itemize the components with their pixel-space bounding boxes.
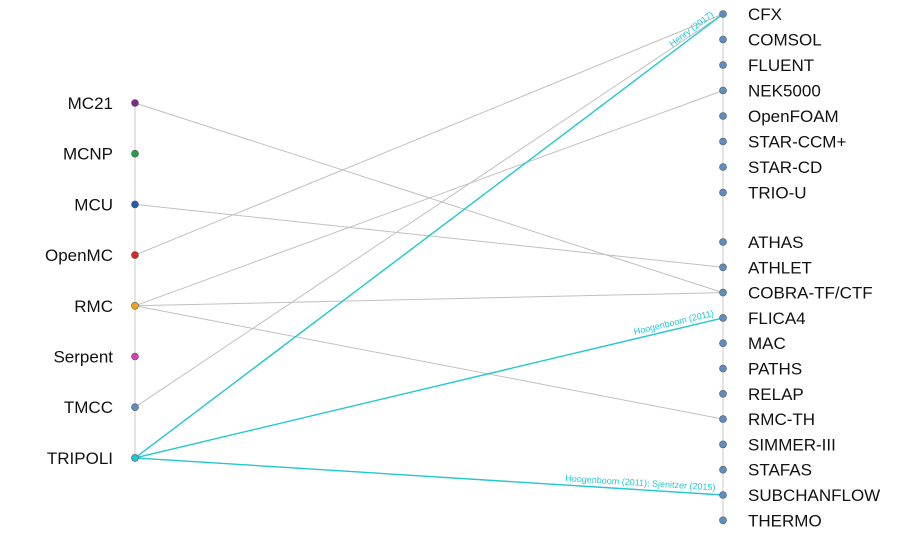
node-label-mcnp: MCNP: [63, 145, 113, 164]
node-cobra[interactable]: [719, 288, 727, 297]
node-label-rmcth: RMC-TH: [748, 410, 815, 429]
node-rmc[interactable]: [131, 301, 139, 310]
node-label-nek5000: NEK5000: [748, 82, 821, 101]
node-label-cobra: COBRA-TF/CTF: [748, 284, 873, 303]
edge-labels: Henry (2017)Hoogenboom (2011)Hoogenboom …: [565, 9, 716, 492]
node-flica4[interactable]: [719, 314, 727, 322]
node-mc21[interactable]: [131, 99, 139, 107]
node-starcd[interactable]: [719, 163, 727, 171]
node-paths[interactable]: [719, 364, 727, 373]
edge-tripoli-subchanflow: [134, 457, 724, 496]
node-label-tripoli: TRIPOLI: [47, 449, 113, 468]
node-label-cfx: CFX: [748, 5, 782, 24]
node-label-comsol: COMSOL: [748, 31, 822, 50]
edge-label-tripoli-cfx: Henry (2017): [667, 9, 715, 49]
node-serpent[interactable]: [131, 352, 139, 361]
node-label-tmcc: TMCC: [64, 398, 113, 417]
node-label-mcu: MCU: [74, 195, 113, 214]
edges: [134, 13, 724, 496]
edge-openmc-cfx: [134, 13, 724, 256]
node-label-athlet: ATHLET: [748, 258, 812, 277]
node-simmer[interactable]: [719, 440, 727, 449]
node-label-thermo: THERMO: [748, 511, 822, 530]
node-label-mc21: MC21: [68, 94, 113, 113]
node-athas[interactable]: [719, 238, 727, 246]
node-label-simmer: SIMMER-III: [748, 435, 836, 454]
node-openmc[interactable]: [131, 251, 139, 259]
node-label-starcd: STAR-CD: [748, 158, 822, 177]
node-nek5000[interactable]: [719, 86, 727, 95]
node-label-rmc: RMC: [74, 297, 113, 316]
node-tripoli[interactable]: [131, 454, 139, 462]
node-label-triou: TRIO-U: [748, 184, 807, 203]
node-relap[interactable]: [719, 389, 727, 398]
node-mac[interactable]: [719, 339, 727, 348]
edge-rmc-nek5000: [134, 90, 724, 307]
node-label-relap: RELAP: [748, 385, 804, 404]
node-openfoam[interactable]: [719, 112, 727, 120]
node-label-fluent: FLUENT: [748, 56, 814, 75]
axis-lines: [134, 14, 724, 521]
node-thermo[interactable]: [719, 516, 727, 525]
node-label-subchanflow: SUBCHANFLOW: [748, 486, 880, 505]
edge-tripoli-flica4: [134, 317, 724, 459]
node-label-flica4: FLICA4: [748, 309, 806, 328]
node-label-openfoam: OpenFOAM: [748, 107, 839, 126]
node-stafas[interactable]: [719, 465, 727, 474]
node-label-mac: MAC: [748, 334, 786, 353]
edge-tripoli-cfx: [134, 13, 724, 459]
node-subchanflow[interactable]: [719, 491, 727, 499]
node-rmcth[interactable]: [719, 415, 727, 423]
node-comsol[interactable]: [719, 35, 727, 44]
node-triou[interactable]: [719, 188, 727, 197]
node-mcnp[interactable]: [131, 149, 139, 158]
node-label-serpent: Serpent: [53, 348, 113, 367]
node-label-starccm: STAR-CCM+: [748, 133, 846, 152]
node-label-stafas: STAFAS: [748, 461, 812, 480]
node-fluent[interactable]: [719, 61, 727, 69]
node-mcu[interactable]: [131, 200, 139, 209]
node-cfx[interactable]: [719, 10, 727, 18]
edge-tmcc-cfx: [134, 13, 724, 408]
node-label-paths: PATHS: [748, 360, 802, 379]
node-label-athas: ATHAS: [748, 233, 803, 252]
node-athlet[interactable]: [719, 263, 727, 272]
node-label-openmc: OpenMC: [45, 246, 113, 265]
node-tmcc[interactable]: [131, 403, 139, 412]
edge-rmc-rmcth: [134, 305, 724, 420]
edge-rmc-cobra: [134, 292, 724, 307]
node-starccm[interactable]: [719, 137, 727, 146]
